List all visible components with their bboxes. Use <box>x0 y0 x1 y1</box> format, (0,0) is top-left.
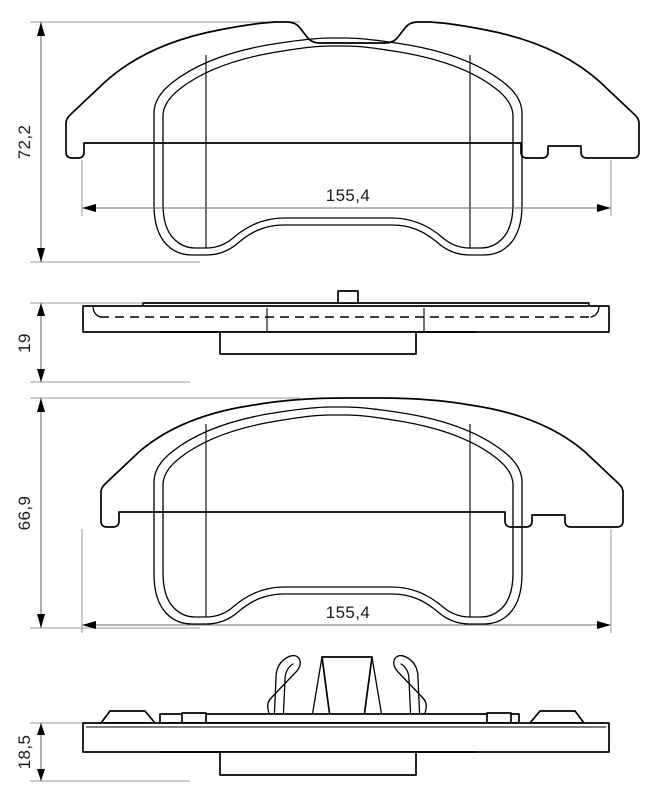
arrowhead-down-pad1-height <box>37 248 45 262</box>
arrowhead-left-pad1-width <box>82 204 96 212</box>
arrowhead-down-side2 <box>37 769 45 781</box>
arrowhead-up-pad2-height <box>37 398 45 412</box>
pad-2-side-friction-band <box>159 713 520 724</box>
spring-clip-right-hook-inner <box>400 663 412 724</box>
pad-1-backing-plate <box>65 21 640 159</box>
pad-2-friction-inner <box>162 414 514 618</box>
view-pad-1-face: 72,2 155,4 <box>15 21 640 263</box>
pad-2-side-backing-plate <box>82 722 610 753</box>
arrowhead-down-pad2-height <box>37 614 45 628</box>
arrowhead-right-pad1-width <box>597 204 611 212</box>
dim-label-pad-1-height: 72,2 <box>15 125 34 160</box>
pad-1-side-right-end-radius <box>590 305 600 318</box>
view-pad-1-side: 19 <box>15 290 610 383</box>
pad-2-side-mounting-shelf <box>159 751 477 776</box>
pad-2-backing-plate <box>100 397 624 528</box>
arrowhead-up-side2 <box>37 723 45 735</box>
arrowhead-down-side1 <box>37 369 45 382</box>
pad-2-side-left-boss <box>100 710 156 724</box>
spring-clip-left-hook-inner <box>282 663 294 724</box>
spring-clip-center-tab <box>321 656 373 724</box>
dimension-pad-1-width: 155,4 <box>81 160 612 216</box>
dim-label-pad-1-width: 155,4 <box>326 186 371 205</box>
pad-2-side-right-boss <box>529 710 585 724</box>
dim-label-pad-2-thickness: 18,5 <box>15 735 34 770</box>
dimension-pad-2-thickness: 18,5 <box>15 723 45 781</box>
spring-clip-left-hook <box>266 654 301 724</box>
pad-1-side-center-lug <box>337 290 359 304</box>
spring-clip-center-tab-inner <box>310 656 384 724</box>
pad-2-friction-outer <box>153 406 523 625</box>
dim-label-pad-1-thickness: 19 <box>15 333 34 353</box>
arrowhead-up-side1 <box>37 303 45 316</box>
arrowhead-left-pad2-width <box>82 621 96 629</box>
spring-clip-right-hook <box>393 654 428 724</box>
view-pad-2-side: 18,5 <box>15 654 610 782</box>
pad-1-friction-inner <box>162 45 514 249</box>
pad-1-side-backing-plate <box>82 305 610 333</box>
pad-2-side-left-lug <box>181 712 207 724</box>
arrowhead-up-pad1-height <box>37 22 45 36</box>
dim-label-pad-2-width: 155,4 <box>326 603 371 622</box>
dimension-pad-1-thickness: 19 <box>15 303 45 382</box>
pad-1-side-left-end-radius <box>92 305 102 318</box>
dim-label-pad-2-height: 66,9 <box>15 496 34 531</box>
dimension-pad-1-height: 72,2 <box>15 22 45 262</box>
view-pad-2-face: 66,9 155,4 <box>15 397 624 633</box>
dimension-pad-2-width: 155,4 <box>81 529 612 633</box>
pad-2-side-right-lug <box>486 712 512 724</box>
pad-1-side-mounting-shelf <box>159 331 477 355</box>
dimension-pad-2-height: 66,9 <box>15 398 45 628</box>
pad-1-friction-outer <box>153 37 523 256</box>
arrowhead-right-pad2-width <box>597 621 611 629</box>
